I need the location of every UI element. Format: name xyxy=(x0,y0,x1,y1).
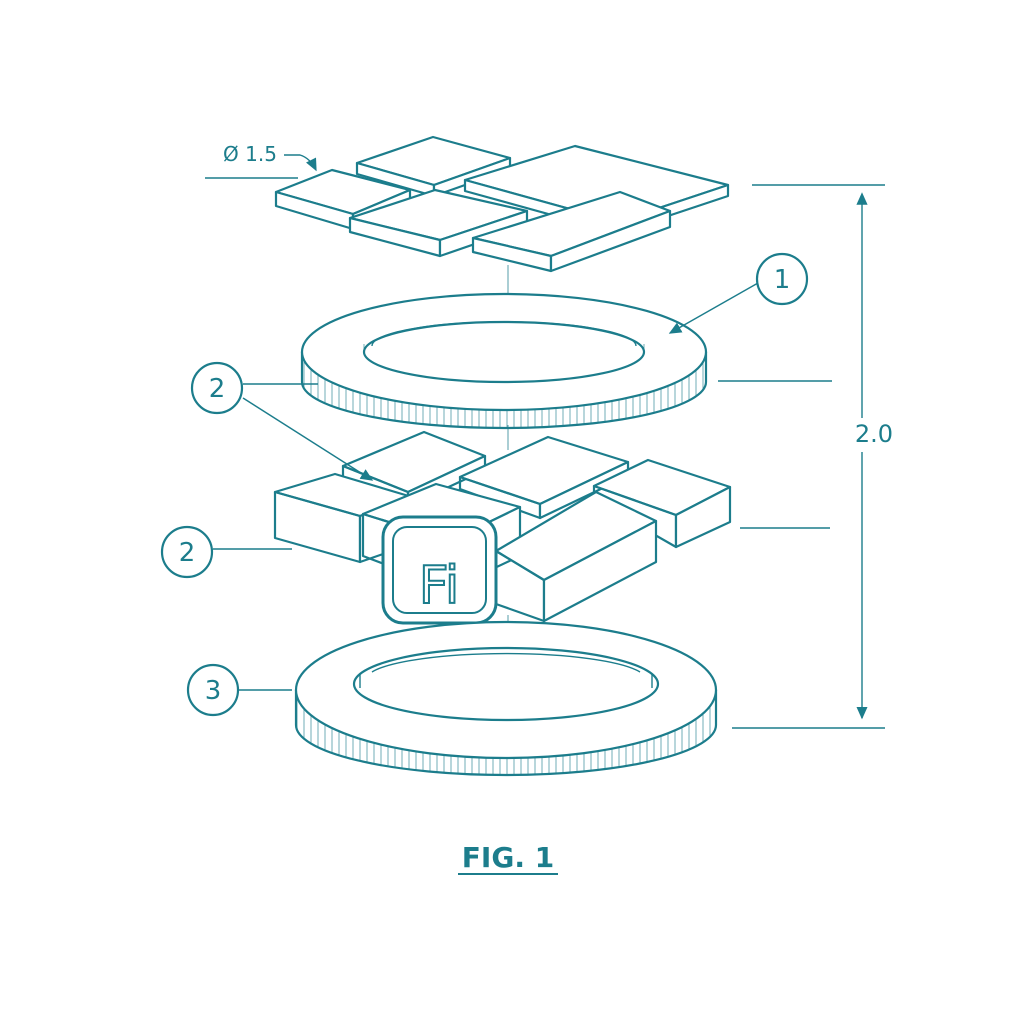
height-dimension-label: 2.0 xyxy=(855,420,893,448)
top-plate xyxy=(348,188,529,258)
block xyxy=(592,458,732,549)
callout-2-upper: 2 xyxy=(190,361,374,481)
top-plate xyxy=(355,135,512,198)
top-plate-layer xyxy=(274,135,730,273)
block-layer xyxy=(273,430,732,623)
callout-2-lower-number: 2 xyxy=(179,538,196,568)
block xyxy=(494,490,658,623)
callout-3: 3 xyxy=(186,663,292,717)
diameter-dimension-label: Ø 1.5 xyxy=(223,142,277,166)
callout-2-upper-number: 2 xyxy=(209,374,226,404)
figure-caption: FIG. 1 xyxy=(458,841,558,875)
figure-caption-text: FIG. 1 xyxy=(462,841,554,874)
ring-3 xyxy=(294,620,718,777)
dimension-lines xyxy=(205,154,885,729)
logo-text: Fi xyxy=(419,556,460,616)
callout-2-lower: 2 xyxy=(160,525,292,579)
ring-1 xyxy=(300,292,708,430)
block xyxy=(458,435,630,520)
callout-1-number: 1 xyxy=(774,265,791,295)
app-logo-tile: Fi xyxy=(381,515,498,625)
callout-3-number: 3 xyxy=(205,676,222,706)
top-plate xyxy=(471,190,672,273)
callout-1: 1 xyxy=(668,252,809,334)
